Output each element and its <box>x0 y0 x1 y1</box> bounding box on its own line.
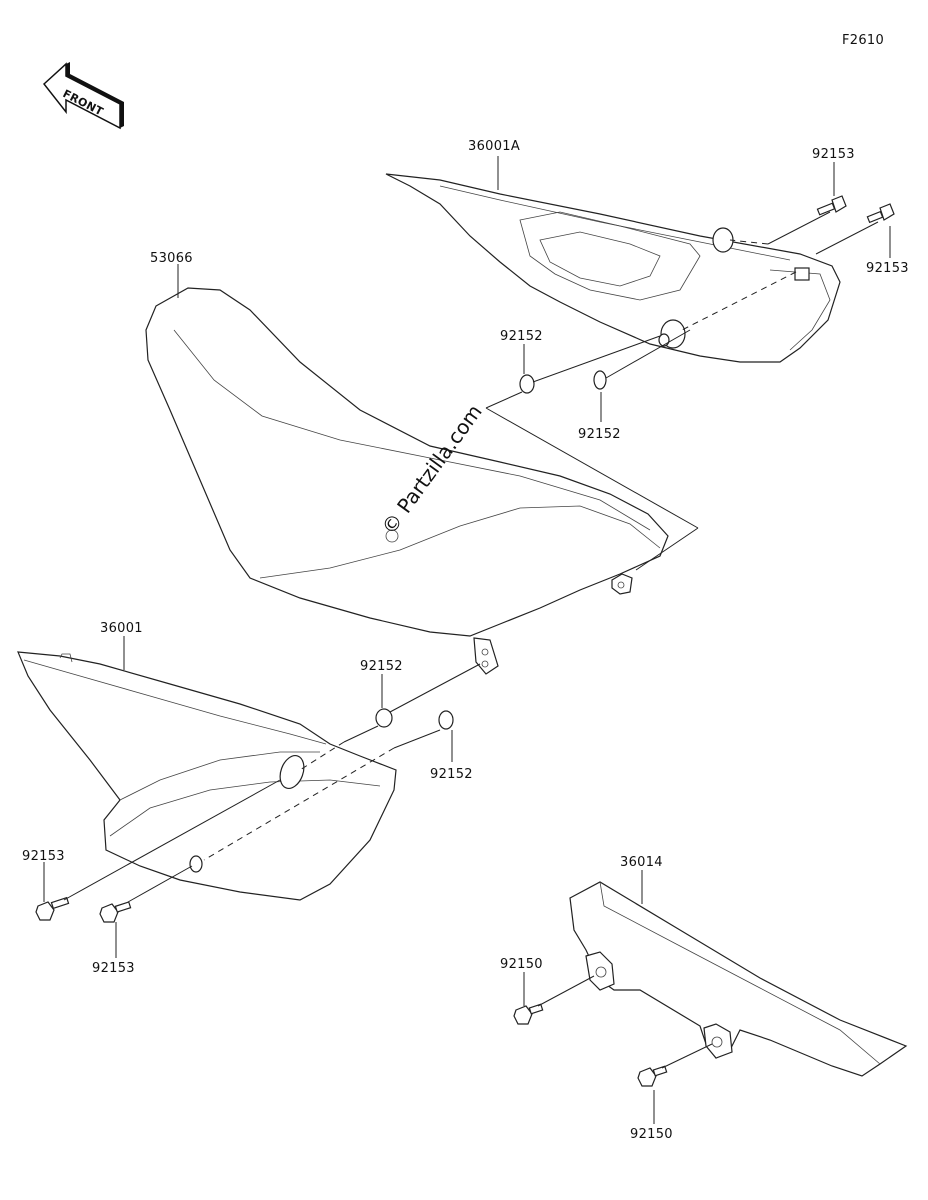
bolt-icon <box>816 195 847 216</box>
label-bolt-top-b: 92153 <box>866 261 909 276</box>
bolt-icon <box>99 901 132 923</box>
label-bolt-top-a: 92153 <box>812 147 855 162</box>
label-cover-left: 36001 <box>100 621 143 636</box>
seat <box>145 287 669 675</box>
label-collar-mid-a: 92152 <box>360 659 403 674</box>
label-collar-top-b: 92152 <box>578 427 621 442</box>
bolt-icon <box>513 1003 544 1025</box>
side-cover-right <box>385 173 841 363</box>
collar-icon <box>593 370 607 390</box>
collar-icon <box>375 708 393 728</box>
label-bolt-left-b: 92153 <box>92 961 135 976</box>
label-bolt-chain-a: 92150 <box>500 957 543 972</box>
bolt-icon <box>866 203 895 224</box>
diagram-code: F2610 <box>842 33 884 48</box>
label-collar-mid-b: 92152 <box>430 767 473 782</box>
collar-icon <box>519 374 535 394</box>
label-chain-guard: 36014 <box>620 855 663 870</box>
label-bolt-left-a: 92153 <box>22 849 65 864</box>
label-bolt-chain-b: 92150 <box>630 1127 673 1142</box>
side-cover-left <box>17 651 397 901</box>
bolt-icon <box>35 896 70 921</box>
bolt-icon <box>637 1065 668 1087</box>
label-seat: 53066 <box>150 251 193 266</box>
front-arrow-icon: FRONT <box>42 62 124 130</box>
chain-guard <box>569 881 908 1077</box>
label-cover-right: 36001A <box>468 139 520 154</box>
label-collar-top-a: 92152 <box>500 329 543 344</box>
collar-icon <box>438 710 454 730</box>
